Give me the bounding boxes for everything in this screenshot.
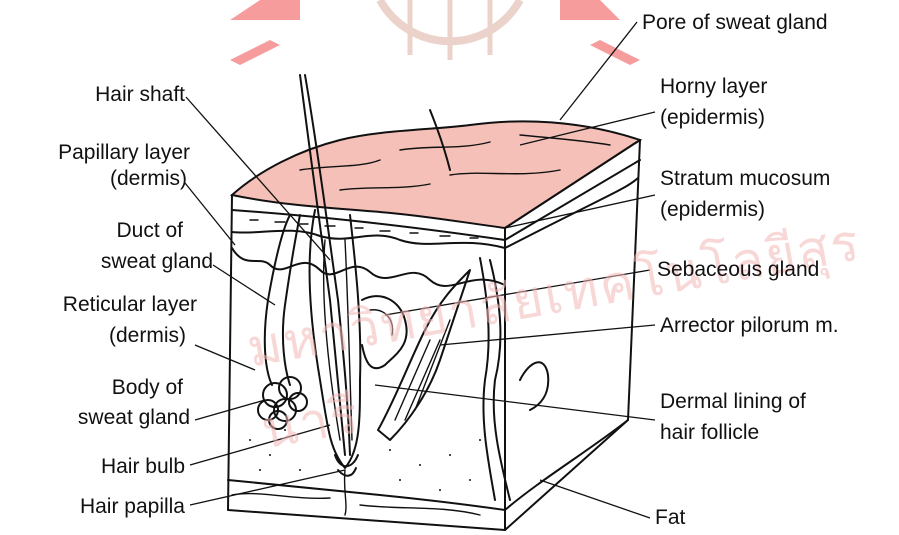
label-fat: Fat — [655, 505, 685, 530]
label-sebaceous-gland: Sebaceous gland — [657, 257, 819, 282]
label-pore-of-sweat-gland: Pore of sweat gland — [642, 10, 828, 35]
label-hair-papilla: Hair papilla — [0, 494, 185, 519]
label-hair-bulb: Hair bulb — [0, 454, 185, 479]
label-reticular-dermis: (dermis) — [0, 323, 186, 348]
label-horny-layer: Horny layer — [660, 74, 767, 99]
label-horny-epidermis: (epidermis) — [660, 105, 765, 130]
label-duct-of: Duct of — [0, 218, 183, 243]
watermark-logo — [230, 0, 640, 65]
label-papillary-layer: Papillary layer — [0, 140, 190, 165]
label-reticular-layer: Reticular layer — [0, 292, 197, 317]
label-hair-follicle: hair follicle — [660, 420, 759, 445]
label-body-of: Body of — [0, 375, 183, 400]
label-stratum-mucosum: Stratum mucosum — [660, 166, 830, 191]
label-body-sweat-gland: sweat gland — [0, 405, 190, 430]
label-duct-sweat-gland: sweat gland — [0, 249, 213, 274]
label-hair-shaft: Hair shaft — [40, 82, 185, 107]
label-stratum-epidermis: (epidermis) — [660, 197, 765, 222]
label-papillary-dermis: (dermis) — [0, 166, 187, 191]
label-dermal-lining: Dermal lining of — [660, 389, 806, 414]
label-arrector-pilorum: Arrector pilorum m. — [660, 313, 839, 338]
